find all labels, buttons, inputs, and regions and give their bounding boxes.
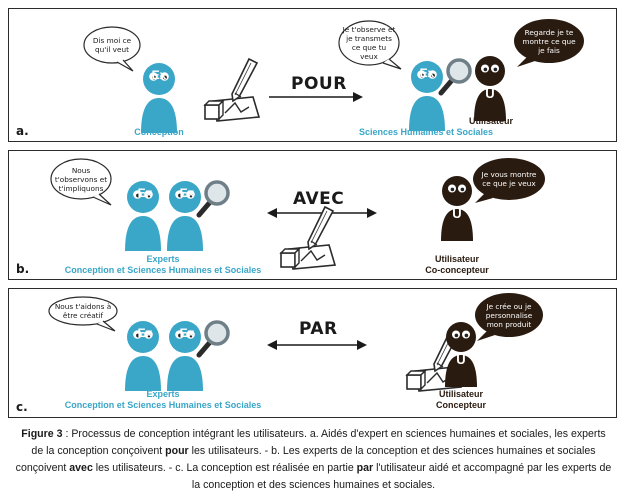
bubble-text: Je t'observe et je transmets ce que tu v… xyxy=(342,25,396,61)
bubble-text: Nous t'observons et t'impliquons xyxy=(54,165,108,193)
arrow-left-icon xyxy=(267,340,277,350)
panel-label: a. xyxy=(16,124,29,138)
panel-b-illustration xyxy=(50,158,545,270)
arrow-label: AVEC xyxy=(293,189,345,209)
arrow-left-icon xyxy=(267,208,277,218)
bubble-text: Nous t'aidons à être créatif xyxy=(54,302,112,320)
speech-bubble-shape xyxy=(48,296,118,326)
caption-prefix: Figure 3 xyxy=(21,428,63,440)
arrow-label: POUR xyxy=(291,74,347,94)
caption-user: Utilisateur Co-concepteur xyxy=(425,254,489,275)
drawing-icon xyxy=(280,206,336,270)
speech-bubble-shape xyxy=(83,26,141,64)
arrow-right-icon xyxy=(357,340,367,350)
panel-label: c. xyxy=(16,400,28,414)
panel-label: b. xyxy=(16,262,30,276)
speech-bubble-shape xyxy=(50,158,112,200)
bubble-text: Regarde je te montre ce que je fais xyxy=(522,27,576,55)
caption-user: Utilisateur xyxy=(468,116,513,126)
speech-bubble-shape xyxy=(514,19,584,63)
bubble-text: Je crée ou je personnalise mon produit xyxy=(485,301,533,329)
speech-bubble-shape xyxy=(473,158,545,200)
panel-pour: Dis moi ce qu'il veut Je t'observe et je… xyxy=(8,8,617,142)
panel-a-illustration xyxy=(83,19,584,133)
user-glyph: U xyxy=(452,206,462,221)
expert-glyph: Ex xyxy=(151,68,167,82)
panel-par: Nous t'aidons à être créatif Je crée ou … xyxy=(8,288,617,418)
figure-caption: Figure 3 : Processus de conception intég… xyxy=(15,428,612,491)
expert-glyph: Ex xyxy=(137,186,153,200)
speech-bubble-shape xyxy=(475,293,543,337)
expert-glyph: Ex xyxy=(179,326,195,340)
caption-expert: Expert Conception xyxy=(134,116,184,137)
user-glyph: U xyxy=(485,86,495,101)
panel-c-illustration xyxy=(48,293,543,392)
arrow-label: PAR xyxy=(299,319,338,339)
caption-experts: Experts Conception et Sciences Humaines … xyxy=(64,254,262,275)
arrow-right-icon xyxy=(353,92,363,102)
bubble-text: Dis moi ce qu'il veut xyxy=(92,36,132,54)
expert-glyph: Ex xyxy=(179,186,195,200)
caption-user: Utilisateur Concepteur xyxy=(435,389,486,410)
panel-avec: Nous t'observons et t'impliquons Je vous… xyxy=(8,150,617,280)
user-glyph: U xyxy=(456,352,466,367)
expert-glyph: Ex xyxy=(419,66,435,80)
drawing-icon xyxy=(204,58,260,122)
expert-glyph: Ex xyxy=(137,326,153,340)
arrow-right-icon xyxy=(367,208,377,218)
caption-experts: Experts Conception et Sciences Humaines … xyxy=(64,389,262,410)
bubble-text: Je vous montre ce que je veux xyxy=(481,170,537,188)
speech-bubble-shape xyxy=(338,20,400,66)
caption-expert-shs: Expert Sciences Humaines et Sociales xyxy=(358,116,494,137)
